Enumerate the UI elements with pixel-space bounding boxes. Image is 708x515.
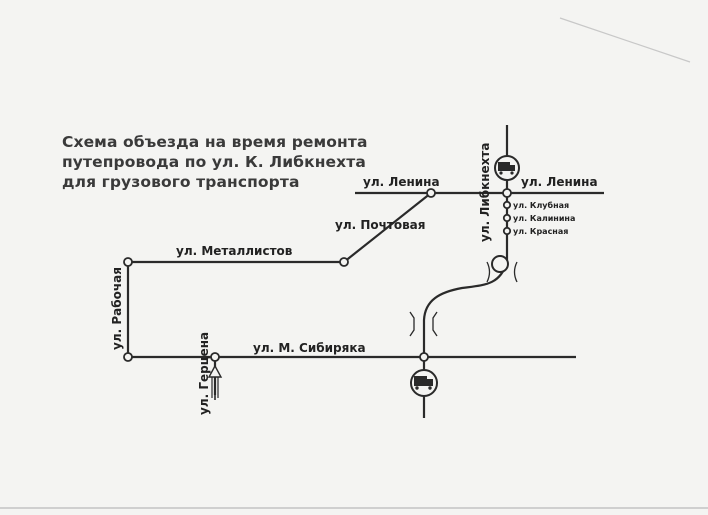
label-kalinina: ул. Калинина bbox=[513, 214, 575, 223]
label-lenina-left: ул. Ленина bbox=[363, 175, 440, 189]
node-rabochaya-south bbox=[123, 352, 133, 362]
label-rabochaya: ул. Рабочая bbox=[110, 267, 124, 350]
label-lenina-right: ул. Ленина bbox=[521, 175, 598, 189]
road-liebknecht-bend bbox=[422, 261, 509, 418]
road-pochtovaya bbox=[343, 192, 432, 263]
node-lenina bbox=[502, 188, 512, 198]
title-line-3: для грузового транспорта bbox=[62, 173, 300, 191]
label-krasnaya: ул. Красная bbox=[513, 227, 568, 236]
node-rabochaya-north bbox=[123, 257, 133, 267]
bridge-marks bbox=[409, 261, 518, 337]
node-sibiryaka bbox=[419, 352, 429, 362]
truck-icon bbox=[410, 369, 438, 397]
junction-nodes bbox=[123, 188, 512, 362]
label-m-sibiryaka: ул. М. Сибиряка bbox=[253, 341, 366, 355]
label-liebknecht: ул. Либкнехта bbox=[478, 143, 492, 242]
map-title: Схема объезда на время ремонта путепрово… bbox=[62, 132, 368, 192]
node-klubnaya bbox=[502, 200, 512, 210]
truck-icon bbox=[494, 155, 520, 181]
label-metallistov: ул. Металлистов bbox=[176, 244, 293, 258]
node-krasnaya bbox=[502, 226, 512, 236]
node-gertsena bbox=[210, 352, 220, 362]
label-klubnaya: ул. Клубная bbox=[513, 200, 569, 210]
node-metallistov bbox=[339, 257, 349, 267]
overpass-circle bbox=[491, 255, 509, 273]
node-kalinina bbox=[502, 213, 512, 223]
node-pochtovaya bbox=[426, 188, 436, 198]
title-line-2: путепровода по ул. К. Либкнехта bbox=[62, 153, 366, 171]
label-gertsena: ул. Герцена bbox=[197, 332, 211, 415]
title-line-1: Схема объезда на время ремонта bbox=[62, 133, 368, 151]
scan-edge-line bbox=[559, 17, 691, 63]
label-pochtovaya: ул. Почтовая bbox=[335, 218, 425, 232]
arrow-up-icon bbox=[207, 364, 223, 400]
